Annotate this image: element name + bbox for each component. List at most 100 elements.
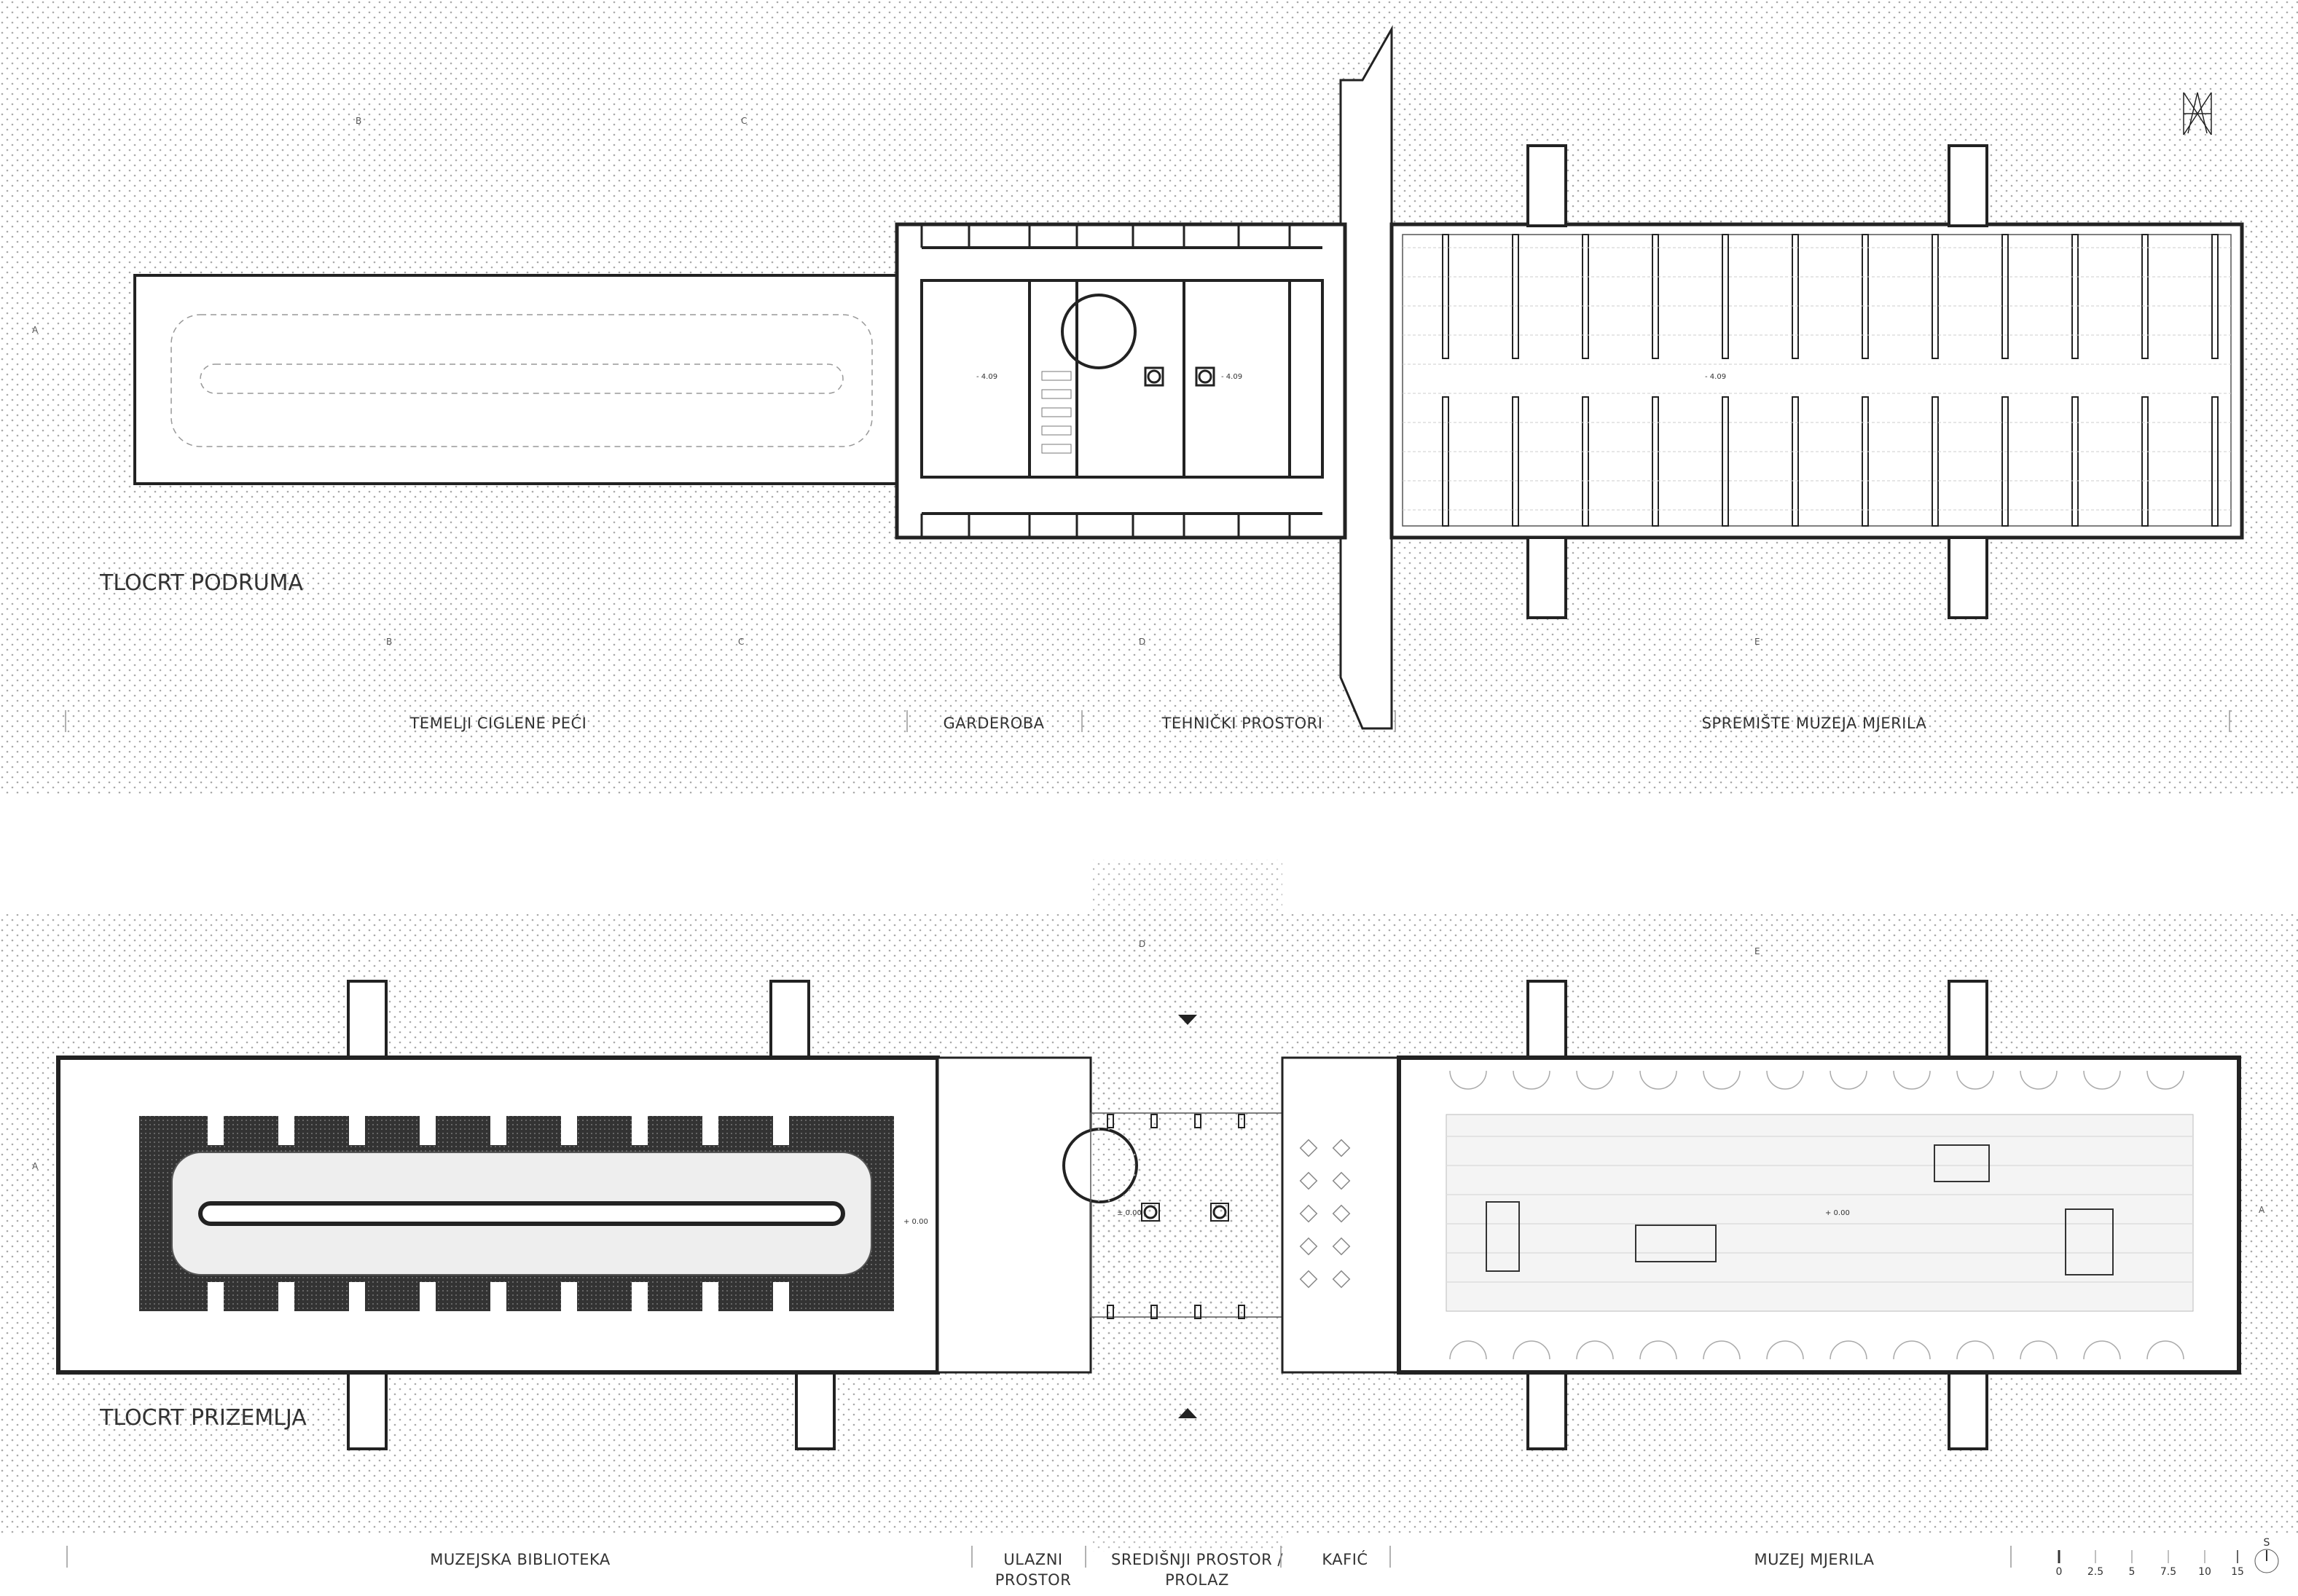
storage-partition [2071,234,2079,359]
ground-floor-plan: + 0.00 ± 0.00 + 0.00 [56,980,2241,1450]
exhibit [1486,1201,1520,1272]
reading-niche [702,1116,718,1145]
reading-niche [773,1116,789,1145]
basement-ramp [1339,25,1393,730]
stair-tower [769,980,810,1059]
cafe-table [1332,1204,1351,1223]
storage-partition [1932,234,1939,359]
reading-niche [349,1282,365,1311]
central-passage [1090,1112,1285,1318]
storage-partition [1932,396,1939,527]
studio-logo [2183,92,2212,135]
stair-tower [1526,144,1567,227]
storage-partition [2141,396,2149,527]
column [1107,1305,1114,1319]
stair-tower [1948,144,1988,227]
kiln-foundation [133,274,898,485]
scale-tick-label: 10 [2198,1566,2211,1578]
window-arc [1956,1340,1994,1360]
entry-arrow-icon [1178,1015,1197,1025]
window-arc [1513,1070,1550,1090]
column [1210,1203,1229,1222]
entrance-block [936,1056,1092,1374]
axis-label-a: A [32,325,39,335]
reading-niche [208,1282,224,1311]
window-arc [1703,1070,1741,1090]
locker-row [1041,407,1072,417]
window-arc [1576,1340,1614,1360]
window-arc [2146,1070,2184,1090]
exhibit [1635,1224,1717,1262]
zone-label-cafe: KAFIĆ [1322,1550,1368,1568]
reading-niche [632,1282,648,1311]
elevation-label: - 4.09 [1705,373,1726,381]
reading-niche [632,1116,648,1145]
window-arc [1639,1340,1677,1360]
window-arc [1639,1070,1677,1090]
storage-partition [1652,396,1659,527]
storage-partition [2211,396,2219,527]
storage-partition [2071,396,2079,527]
cafe-table [1332,1139,1351,1157]
window-arc [2146,1340,2184,1360]
column [1194,1114,1201,1128]
window-arc [1576,1070,1614,1090]
exhibit [1934,1144,1990,1182]
spiral-stair [1061,294,1137,369]
zone-label-library: MUZEJSKA BIBLIOTEKA [430,1551,611,1568]
stair-tower [1948,1371,1988,1450]
stair-tower [1948,980,1988,1059]
reading-niche [561,1116,577,1145]
window-arc [1893,1340,1931,1360]
exhibit [2065,1208,2114,1275]
stair-tower [1526,1371,1567,1450]
window-arc [1703,1340,1741,1360]
reading-niche [208,1116,224,1145]
scale-tick-label: 0 [2056,1566,2063,1578]
window-arc [1830,1070,1867,1090]
reading-niche [349,1116,365,1145]
axis-label-a: A [32,1161,39,1171]
storage-partition [2141,234,2149,359]
cafe-table [1299,1171,1318,1190]
window-arc [1830,1340,1867,1360]
basement-plan: - 4.09 - 4.09 - 4.09 [133,25,2244,730]
storage-partition [2211,234,2219,359]
storage-partition [1652,234,1659,359]
zone-label-central-2: PROLAZ [1165,1571,1229,1589]
column [1238,1305,1245,1319]
reading-niche [702,1282,718,1311]
column [1150,1305,1158,1319]
axis-label-b: B [386,637,392,647]
column [1144,366,1164,387]
elevation-label: - 4.09 [1221,373,1242,381]
zone-label-kiln: TEMELJI CIGLENE PEĆI [409,714,587,732]
storage-partition [2001,234,2009,359]
storage-partition [1582,396,1589,527]
storage-partition [1512,234,1519,359]
reading-niche [420,1282,436,1311]
storage-partition [1722,234,1729,359]
north-arrow-icon [2254,1549,2279,1573]
window-arc [2083,1340,2121,1360]
column [1195,366,1215,387]
axis-label-c: C [741,116,747,126]
reading-niche [278,1282,294,1311]
window-arc [1766,1070,1804,1090]
axis-label-e: E [1754,637,1760,647]
basement-title: TLOCRT PODRUMA [99,570,304,596]
cafe-table [1332,1270,1351,1289]
stair-tower [1948,536,1988,619]
column [1194,1305,1201,1319]
elevation-label: + 0.00 [1825,1209,1850,1217]
axis-label-d: D [1139,939,1145,949]
window-arc [2083,1070,2121,1090]
locker-row [1041,444,1072,454]
axis-markers: A A A B B C C D D E E [32,116,2265,1215]
zone-label-storage: SPREMIŠTE MUZEJA MJERILA [1702,714,1927,732]
ground-zone-labels: MUZEJSKA BIBLIOTEKA ULAZNI PROSTOR SREDI… [430,1550,1874,1589]
cafe-table [1299,1270,1318,1289]
window-arc [1893,1070,1931,1090]
storage-partition [1792,234,1799,359]
storage-block [1389,222,2244,540]
